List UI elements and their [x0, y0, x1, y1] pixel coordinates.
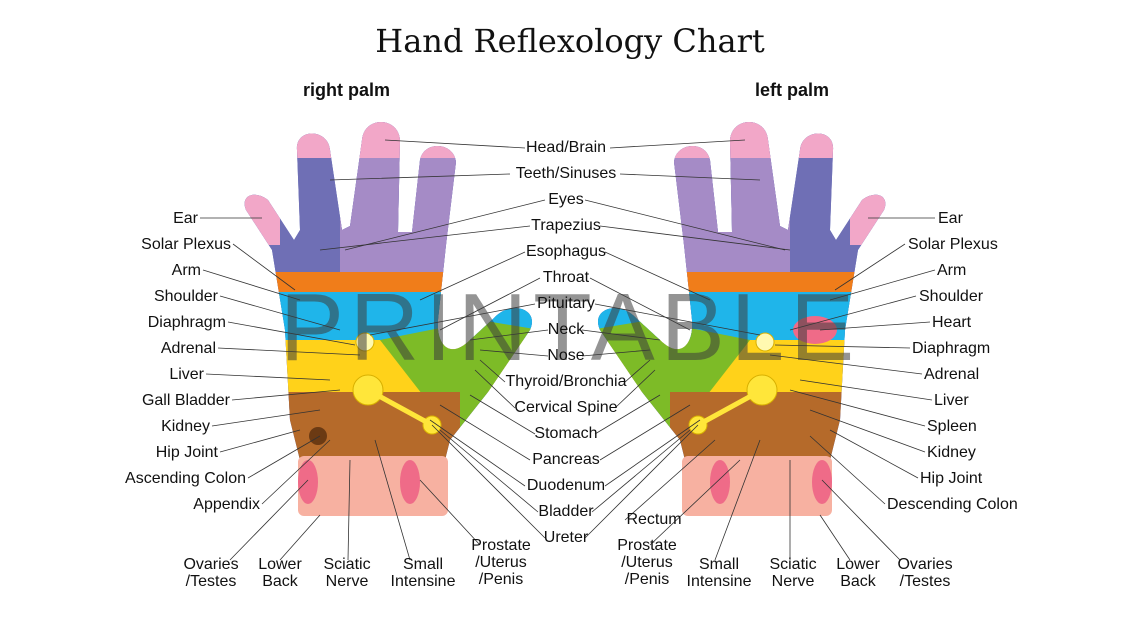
left-label-kidney: Kidney — [927, 444, 976, 461]
left-label-shoulder: Shoulder — [919, 288, 984, 305]
label-trapezius: Trapezius — [531, 217, 601, 234]
left-bottom-prostate-uterus: Prostate /Uterus /Penis — [617, 537, 677, 588]
label-pancreas: Pancreas — [532, 451, 600, 468]
right-label-arm: Arm — [171, 262, 201, 279]
label-pituitary: Pituitary — [537, 295, 595, 312]
label-stomach: Stomach — [534, 425, 598, 442]
label-bladder: Bladder — [538, 503, 594, 520]
right-label-ear: Ear — [173, 210, 198, 227]
left-label-arm: Arm — [937, 262, 967, 279]
label-cervical-spine: Cervical Spine — [514, 399, 618, 416]
label-ureter: Ureter — [543, 529, 589, 546]
right-label-hip-joint: Hip Joint — [155, 444, 218, 461]
right-bottom-prostate-uterus: Prostate /Uterus /Penis — [471, 537, 531, 588]
left-label-diaphragm: Diaphragm — [912, 340, 991, 357]
left-bottom-sciatic-nerve: Sciatic Nerve — [769, 556, 817, 590]
left-label-heart: Heart — [932, 314, 972, 331]
right-label-solar-plexus: Solar Plexus — [141, 236, 231, 253]
label-teeth-sinuses: Teeth/Sinuses — [515, 165, 617, 182]
label-throat: Throat — [542, 269, 590, 286]
left-bottom-rectum: Rectum — [626, 511, 682, 528]
left-palm-title: left palm — [755, 80, 830, 100]
right-label-adrenal: Adrenal — [160, 340, 216, 357]
left-label-ear: Ear — [938, 210, 963, 227]
right-label-diaphragm: Diaphragm — [147, 314, 226, 331]
right-bottom-lower-back: Lower Back — [258, 556, 302, 590]
label-thyroid-bronchia: Thyroid/Bronchia — [505, 373, 627, 390]
left-bottom-small-intensine: Small Intensine — [686, 556, 752, 590]
left-label-hip-joint: Hip Joint — [920, 470, 983, 487]
label-neck: Neck — [547, 321, 585, 338]
left-label-solar-plexus: Solar Plexus — [908, 236, 998, 253]
left-bottom-lower-back: Lower Back — [836, 556, 880, 590]
chart-title: Hand Reflexology Chart — [375, 22, 765, 60]
label-esophagus: Esophagus — [525, 243, 607, 260]
right-bottom-small-intensine: Small Intensine — [390, 556, 456, 590]
right-side-leader-lines — [200, 217, 481, 561]
right-label-ascending-colon: Ascending Colon — [125, 470, 246, 487]
center-leader-lines — [319, 139, 791, 539]
label-eyes: Eyes — [548, 191, 584, 208]
left-label-descending-colon: Descending Colon — [887, 496, 1018, 513]
left-label-adrenal: Adrenal — [924, 366, 980, 383]
label-head-brain: Head/Brain — [525, 139, 607, 156]
right-label-shoulder: Shoulder — [153, 288, 218, 305]
right-label-gall-bladder: Gall Bladder — [141, 392, 230, 409]
right-label-liver: Liver — [169, 366, 204, 383]
left-wrist — [682, 456, 832, 516]
left-label-liver: Liver — [934, 392, 969, 409]
right-bottom-sciatic-nerve: Sciatic Nerve — [323, 556, 371, 590]
left-label-spleen: Spleen — [927, 418, 977, 435]
left-bottom-ovaries-testes: Ovaries /Testes — [897, 556, 953, 590]
label-duodenum: Duodenum — [526, 477, 606, 494]
right-palm-title: right palm — [303, 80, 391, 100]
left-side-leader-lines — [624, 217, 936, 561]
right-bottom-ovaries-testes: Ovaries /Testes — [183, 556, 239, 590]
right-label-kidney: Kidney — [161, 418, 210, 435]
label-nose: Nose — [547, 347, 585, 364]
right-label-appendix: Appendix — [193, 496, 260, 513]
